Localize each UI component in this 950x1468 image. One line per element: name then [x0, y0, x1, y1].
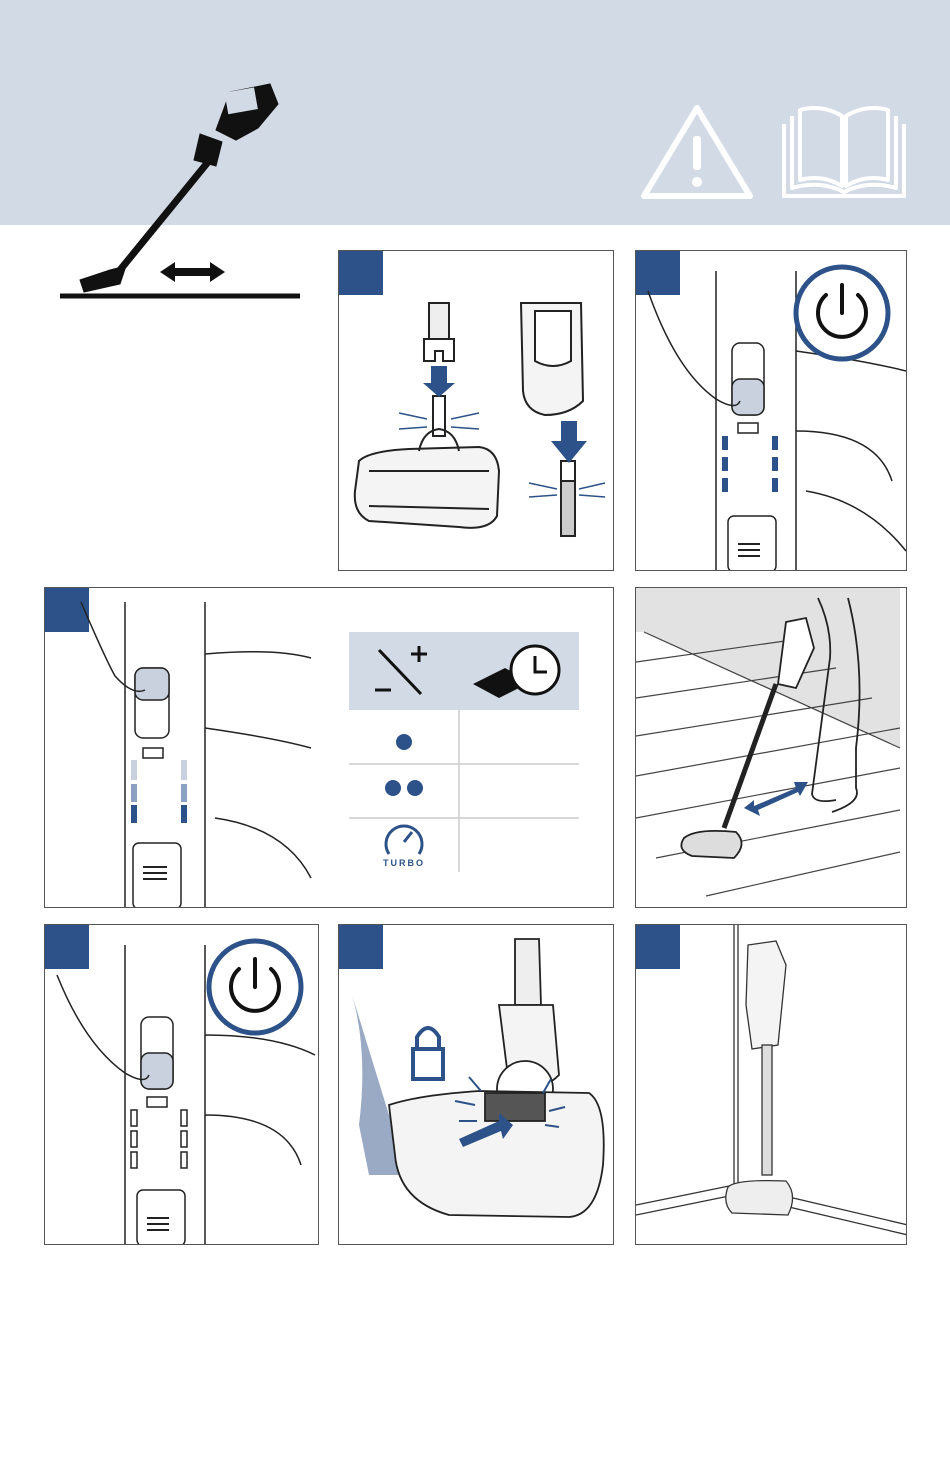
open-book-icon — [780, 100, 908, 200]
header-band — [0, 0, 950, 225]
panel-attach-floor-nozzle — [338, 250, 614, 571]
level-1-dot — [396, 734, 412, 750]
panel-select-power-level: TURBO — [44, 587, 614, 908]
warning-triangle-icon — [640, 102, 755, 200]
lock-icon — [413, 1049, 443, 1079]
level-2-dots — [385, 780, 401, 796]
handle-controls-illustration — [45, 588, 315, 908]
attach-nozzle-illustration — [339, 251, 614, 571]
panel-release-nozzle — [338, 924, 614, 1245]
power-icon — [205, 937, 305, 1037]
power-level-table — [349, 632, 589, 874]
panel-switch-off — [44, 924, 319, 1245]
vacuuming-floor-illustration — [636, 588, 907, 908]
panel-vacuum-floor — [635, 587, 907, 908]
turbo-gauge-icon — [386, 826, 422, 854]
upright-storage-illustration — [636, 925, 907, 1245]
panel-press-power-button — [635, 250, 907, 571]
nozzle-release-illustration — [339, 925, 614, 1245]
stick-vacuum-overview-illustration — [40, 70, 320, 310]
turbo-label: TURBO — [379, 858, 429, 868]
power-icon — [792, 263, 892, 363]
panel-store-upright — [635, 924, 907, 1245]
